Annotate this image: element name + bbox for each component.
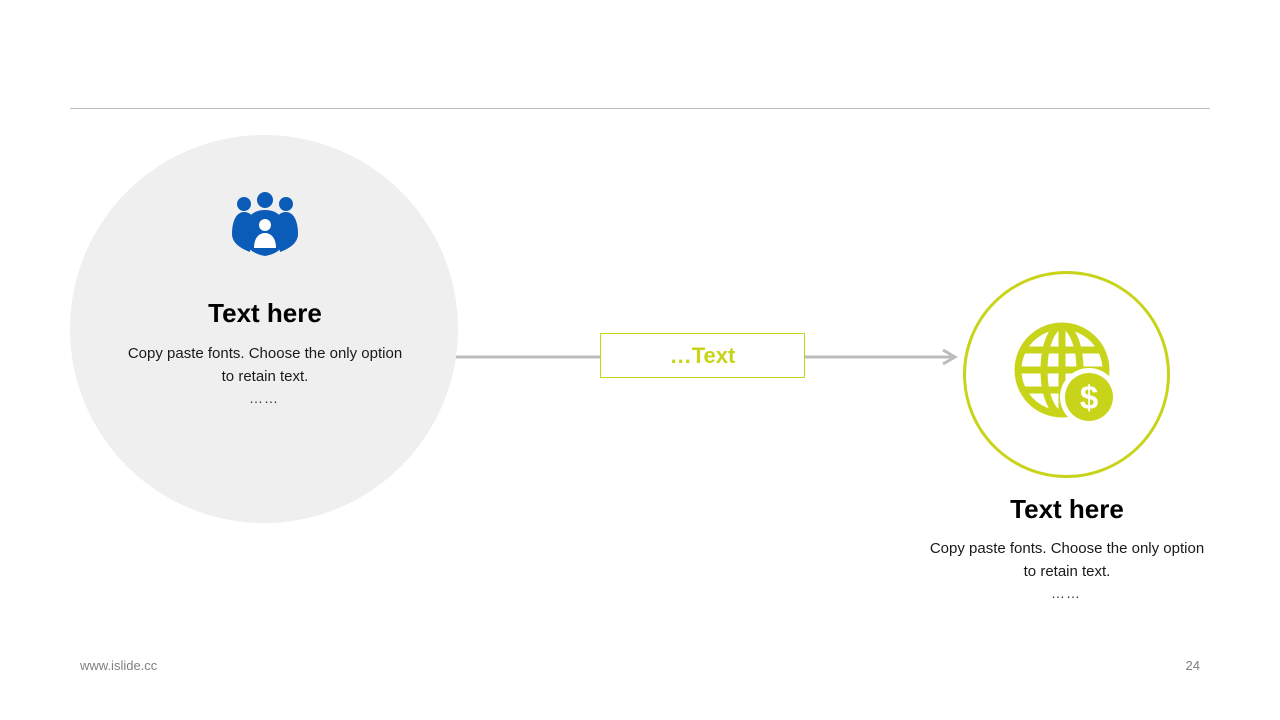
right-block-title: Text here [1010,494,1124,524]
footer-page-number: 24 [1185,658,1200,673]
right-block-ellipsis: …… [1051,585,1081,601]
right-circle-outline [963,271,1170,478]
connector-label-box: …Text [600,333,805,378]
left-block-title: Text here [208,298,322,328]
left-block-ellipsis: …… [249,390,279,406]
globe-dollar-icon: $ [1014,322,1118,426]
footer-website: www.islide.cc [80,658,158,673]
right-block-description: Copy paste fonts. Choose the only option… [929,540,1205,580]
left-block-description: Copy paste fonts. Choose the only option… [127,345,403,385]
header-divider [70,108,1210,109]
connector-label: …Text [669,342,736,368]
svg-text:$: $ [1080,379,1098,416]
people-group-icon [232,192,298,256]
